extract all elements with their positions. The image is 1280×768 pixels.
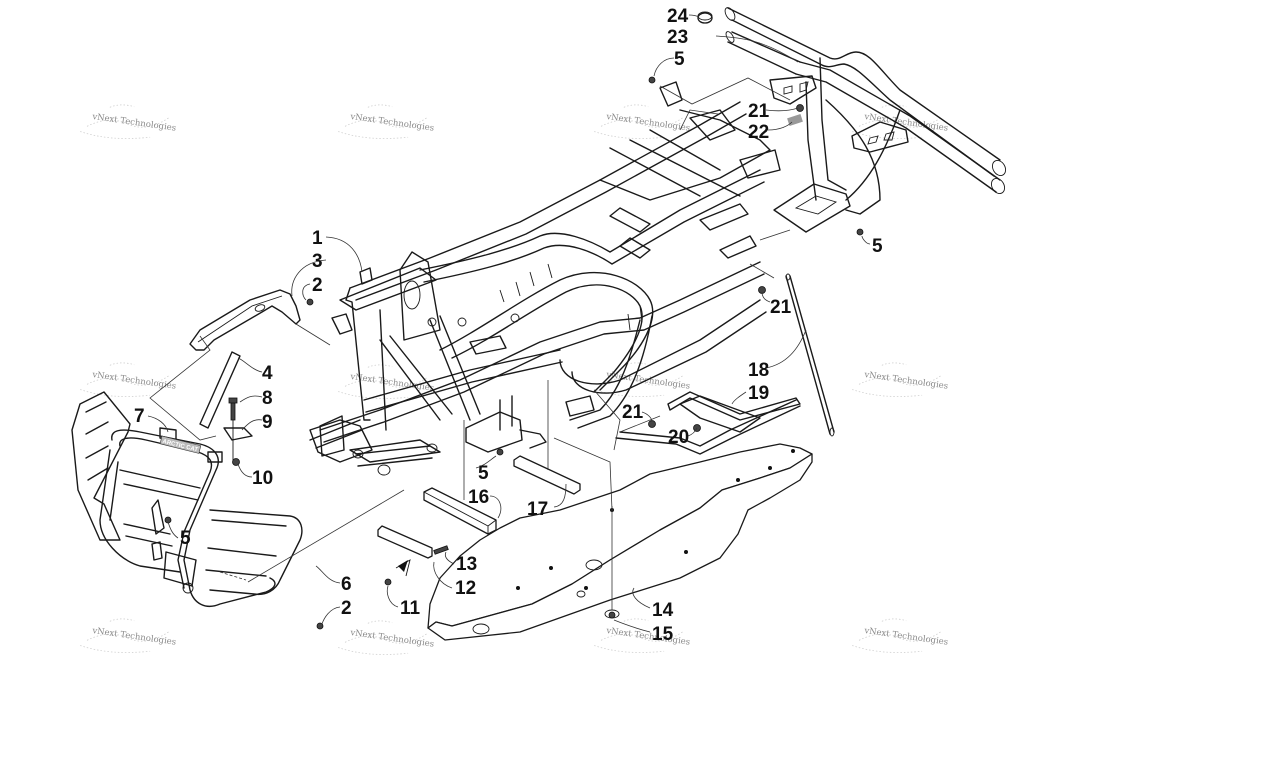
callout-8: 8 xyxy=(262,388,273,409)
watermark-text: vNext Technologies xyxy=(349,112,435,134)
callout-18: 18 xyxy=(748,360,769,381)
rear-footwell xyxy=(615,104,835,455)
callout-11: 11 xyxy=(400,598,421,619)
support-strap xyxy=(199,351,241,429)
main-frame xyxy=(309,81,781,476)
callout-2: 2 xyxy=(341,598,352,619)
callout-2: 2 xyxy=(312,275,323,296)
watermark: vNext Technologies xyxy=(80,618,177,653)
callout-12: 12 xyxy=(455,578,476,599)
front-bumper: ARCTIC CAT xyxy=(71,391,324,630)
rear-rack-mount xyxy=(659,81,683,107)
hardware-8-9-10 xyxy=(223,397,253,466)
watermark: vNext Technologies xyxy=(852,362,949,397)
front-rack-bracket xyxy=(189,289,314,429)
footrest-pads xyxy=(377,455,581,586)
rear-grab-bar xyxy=(697,7,1007,233)
bolts-5 xyxy=(496,76,864,456)
watermark-text: vNext Technologies xyxy=(863,370,949,392)
callout-4: 4 xyxy=(262,363,273,384)
watermark-text: vNext Technologies xyxy=(91,626,177,648)
callout-24: 24 xyxy=(667,6,689,27)
skid-plate xyxy=(427,443,813,641)
watermark: vNext Technologies xyxy=(852,618,949,653)
callout-14: 14 xyxy=(652,600,674,621)
guide-lines xyxy=(149,77,791,610)
callout-20: 20 xyxy=(668,427,689,448)
callout-7: 7 xyxy=(134,406,145,427)
watermark: vNext Technologies xyxy=(80,362,177,397)
watermark-text: vNext Technologies xyxy=(605,626,691,648)
callout-5: 5 xyxy=(674,49,685,70)
bracket-12 xyxy=(377,525,433,559)
callout-1: 1 xyxy=(312,228,323,249)
callout-21: 21 xyxy=(770,297,792,318)
nut-icon xyxy=(306,298,314,306)
watermark: vNext Technologies xyxy=(852,104,949,139)
callout-6: 6 xyxy=(341,574,352,595)
callout-13: 13 xyxy=(456,554,477,575)
watermark: vNext Technologies xyxy=(80,104,177,139)
watermark-text: vNext Technologies xyxy=(91,370,177,392)
bumper-decal: ARCTIC CAT xyxy=(159,435,202,454)
callout-leaders xyxy=(147,14,871,633)
callout-21: 21 xyxy=(748,101,770,122)
callout-10: 10 xyxy=(252,468,273,489)
watermark: vNext Technologies xyxy=(594,104,691,139)
callout-9: 9 xyxy=(262,412,273,433)
callout-16: 16 xyxy=(468,487,489,508)
watermark-text: vNext Technologies xyxy=(91,112,177,134)
callout-5: 5 xyxy=(478,463,489,484)
callout-3: 3 xyxy=(312,251,323,272)
callout-5: 5 xyxy=(872,236,883,257)
callout-15: 15 xyxy=(652,624,674,645)
callout-22: 22 xyxy=(748,122,769,143)
skid-plate-fastener xyxy=(608,611,616,619)
end-cap xyxy=(697,12,713,24)
callout-23: 23 xyxy=(667,27,688,48)
watermark-text: vNext Technologies xyxy=(349,628,435,650)
callout-5: 5 xyxy=(180,528,191,549)
watermark: vNext Technologies xyxy=(338,620,435,655)
callout-21: 21 xyxy=(622,402,644,423)
watermark-text: vNext Technologies xyxy=(863,626,949,648)
callouts: 1 2 2 3 4 5 5 5 5 6 7 8 9 10 11 12 13 14… xyxy=(134,6,883,645)
bolt-icon xyxy=(316,622,324,630)
pad-17 xyxy=(513,455,581,495)
callout-17: 17 xyxy=(527,499,548,520)
watermark: vNext Technologies xyxy=(338,104,435,139)
callout-19: 19 xyxy=(748,383,769,404)
watermark: vNext Technologies xyxy=(594,618,691,653)
watermark-text: vNext Technologies xyxy=(605,112,691,134)
